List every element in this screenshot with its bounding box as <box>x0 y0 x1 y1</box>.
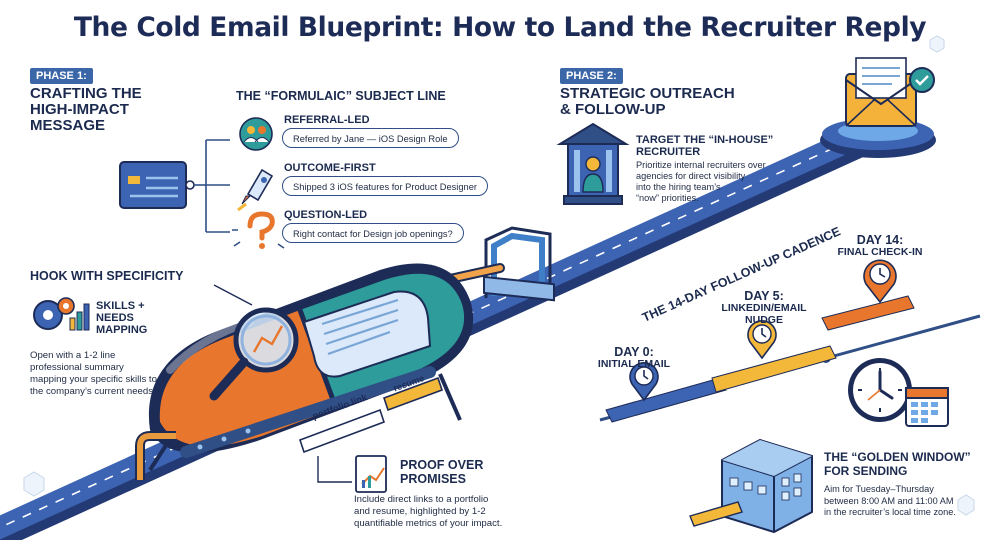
golden-window-clock-icon <box>848 358 949 427</box>
hook-text-line: professional summary <box>30 362 124 373</box>
target-heading-line: TARGET THE “IN-HOUSE” <box>636 134 774 146</box>
proof-text-line: quantifiable metrics of your impact. <box>354 518 503 529</box>
subject-outcome-label: OUTCOME-FIRST <box>284 162 376 174</box>
subject-referral-example: Referred by Jane — iOS Design Role <box>282 128 459 148</box>
golden-window-heading-line: THE “GOLDEN WINDOW” <box>824 450 971 464</box>
day-5-text: LINKEDIN/EMAIL <box>721 302 807 314</box>
target-text-line: Prioritize internal recruiters over <box>636 160 766 170</box>
target-text: Prioritize internal recruiters over agen… <box>636 160 766 204</box>
subject-line-heading: THE “FORMULAIC” SUBJECT LINE <box>236 89 446 103</box>
day-14-text: FINAL CHECK-IN <box>837 246 923 258</box>
day-0-label: DAY 0: INITIAL EMAIL <box>594 346 674 370</box>
people-icon <box>239 117 273 151</box>
subject-question-label: QUESTION-LED <box>284 209 368 221</box>
target-text-line: into the hiring team’s <box>636 182 721 192</box>
golden-window-text: Aim for Tuesday–Thursday between 8:00 AM… <box>824 484 956 519</box>
golden-window-heading: THE “GOLDEN WINDOW” FOR SENDING <box>824 450 971 478</box>
hook-heading: HOOK WITH SPECIFICITY <box>30 269 184 283</box>
proof-heading: PROOF OVER PROMISES <box>400 458 483 486</box>
skills-mapping-line: SKILLS + <box>96 300 145 312</box>
cadence-timeline <box>599 295 981 423</box>
target-text-line: “now” priorities. <box>636 193 699 203</box>
golden-window-text-line: between 8:00 AM and 11:00 AM <box>824 495 954 506</box>
hook-pointer-line <box>213 284 253 306</box>
proof-heading-line: PROMISES <box>400 472 466 486</box>
proof-text: Include direct links to a portfolio and … <box>354 494 502 530</box>
rocket-icon <box>237 168 274 212</box>
phase-1-heading: CRAFTING THE HIGH-IMPACT MESSAGE <box>30 86 142 134</box>
phase-2-heading-line: STRATEGIC OUTREACH <box>560 85 735 102</box>
target-heading-line: RECRUITER <box>636 146 701 158</box>
question-icon <box>232 211 285 249</box>
skills-mapping-line: MAPPING <box>96 324 148 336</box>
golden-window-text-line: in the recruiter’s local time zone. <box>824 507 956 517</box>
subject-outcome-example: Shipped 3 iOS features for Product Desig… <box>282 176 488 196</box>
decor-cube-icon <box>23 35 975 516</box>
target-heading: TARGET THE “IN-HOUSE” RECRUITER <box>636 134 773 158</box>
subject-line-branches <box>194 139 230 233</box>
phase-2-heading-line: & FOLLOW-UP <box>560 101 666 118</box>
day-5-clock-icon <box>747 320 777 360</box>
email-card-icon <box>119 161 195 209</box>
skills-mapping-heading: SKILLS + NEEDS MAPPING <box>96 300 147 336</box>
day-5-text: NUDGE <box>745 314 783 326</box>
day-14-clock-icon <box>863 259 897 304</box>
target-text-line: agencies for direct visibility <box>636 171 746 181</box>
page-title: The Cold Email Blueprint: How to Land th… <box>73 12 927 43</box>
gear-chart-icon <box>33 297 90 331</box>
day-0-text: INITIAL EMAIL <box>597 358 671 370</box>
subject-referral-label: REFERRAL-LED <box>284 114 370 126</box>
golden-window-heading-line: FOR SENDING <box>824 464 908 478</box>
day-0-clock-icon <box>629 362 659 402</box>
proof-text-line: Include direct links to a portfolio <box>354 494 489 505</box>
day-14-title: DAY 14: <box>856 233 904 247</box>
hook-text-line: the company’s current needs. <box>30 386 156 397</box>
phase-2-heading: STRATEGIC OUTREACH & FOLLOW-UP <box>560 86 735 118</box>
golden-window-text-line: Aim for Tuesday–Thursday <box>824 484 934 494</box>
phase-2-tag: PHASE 2: <box>560 68 623 84</box>
sent-email-envelope-icon <box>820 57 936 158</box>
office-building-icon <box>689 438 813 534</box>
subject-question-example: Right contact for Design job openings? <box>282 223 464 243</box>
phase-1-tag: PHASE 1: <box>30 68 93 84</box>
day-5-title: DAY 5: <box>744 289 784 303</box>
proof-heading-line: PROOF OVER <box>400 458 484 472</box>
proof-pointer-line <box>317 456 352 483</box>
report-document-icon <box>355 455 387 493</box>
day-0-title: DAY 0: <box>614 345 654 359</box>
email-capsule <box>135 263 474 480</box>
hook-text-line: mapping your specific skills to <box>30 374 157 385</box>
proof-text-line: and resume, highlighted by 1-2 <box>354 506 486 517</box>
skills-mapping-line: NEEDS <box>96 312 134 324</box>
hook-text: Open with a 1-2 line professional summar… <box>30 350 157 398</box>
phase-1-heading-line: HIGH-IMPACT <box>30 101 129 118</box>
phase-1-heading-line: MESSAGE <box>30 117 106 134</box>
day-14-label: DAY 14: FINAL CHECK-IN <box>826 234 934 258</box>
in-house-recruiter-building-icon <box>556 122 630 205</box>
hook-text-line: Open with a 1-2 line <box>30 350 116 361</box>
phase-1-heading-line: CRAFTING THE <box>30 85 142 102</box>
pipeline-gate <box>483 226 555 302</box>
day-5-label: DAY 5: LINKEDIN/EMAIL NUDGE <box>716 290 812 326</box>
